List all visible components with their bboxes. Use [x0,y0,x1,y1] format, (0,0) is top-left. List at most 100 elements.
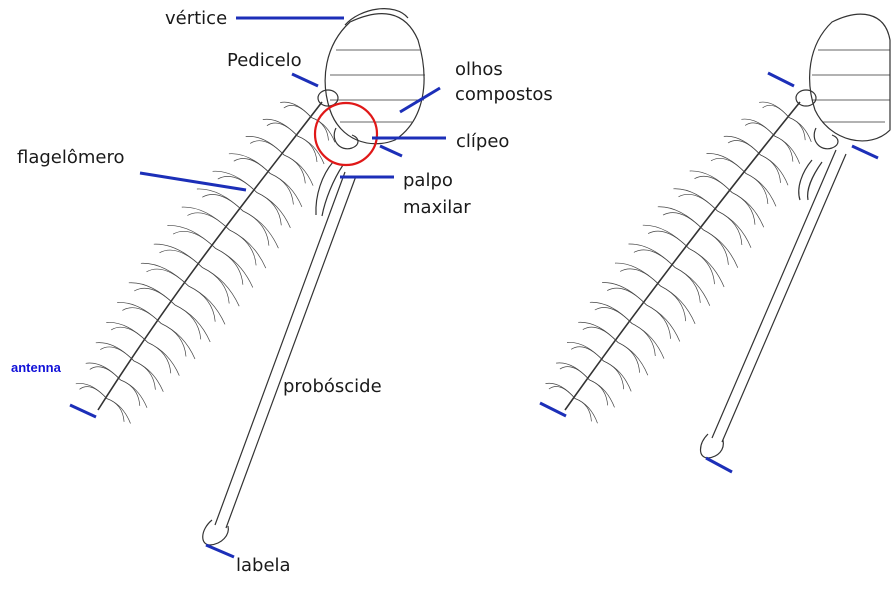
antenna-hair [284,155,305,184]
antenna-hair [556,363,589,380]
antenna-hair [229,230,265,268]
antenna-hair [246,136,284,154]
antenna-hair [107,399,124,422]
antenna-hair [632,324,664,359]
antenna-hair [173,231,216,248]
antenna-hair [161,324,186,357]
antenna-hair [595,307,632,323]
antenna-hair [604,361,624,389]
antenna-hair [707,154,747,174]
label-vertice: vértice [165,8,227,30]
label-antenna: antenna [11,360,61,375]
antenna-hair [134,288,175,305]
antenna-hair [620,269,660,286]
antenna-hair [759,102,789,117]
antenna-hair [122,308,161,324]
pointer-pedicelo [292,74,318,86]
antenna-hair [280,102,311,117]
antenna-hair [760,155,780,183]
antenna-hair [134,361,163,392]
antenna-hair [583,327,618,342]
antenna-hair [284,105,311,117]
antenna-hair [298,136,317,162]
antenna-hair [732,192,764,227]
antenna-hair [661,286,696,324]
antenna-hair [741,119,774,136]
antenna-shaft-right [565,102,800,410]
left-drawing [98,9,425,545]
antenna-hair [607,288,646,305]
antenna-hair [560,367,590,380]
antenna-hair [789,117,811,141]
antenna-hair [571,347,603,361]
antenna-hair [629,244,675,267]
eye-facets [330,50,425,122]
label-palpo-line1: palpo [403,170,453,192]
clypeus-shape-right [814,128,838,149]
antenna-hair [117,302,161,323]
label-clipeo: clípeo [456,131,509,153]
antenna-hair [311,117,328,140]
pointer-lines-right [540,73,878,472]
antenna-hair [689,249,714,285]
pointer-pedicelo-right [768,73,794,86]
antenna-hair [618,342,648,375]
antenna-hair [724,136,761,155]
antenna-hair [703,230,737,268]
right-drawing [565,14,890,458]
antenna-hair [658,207,704,230]
antenna-shaft [98,102,322,410]
label-olhos-line1: olhos [455,59,503,81]
antenna-hair [590,302,632,323]
label-palpo-line2: maxilar [403,197,471,219]
antenna-hair [284,155,313,186]
antenna-hair [86,363,121,380]
proboscis-right [712,150,846,442]
antenna-hair [634,250,675,267]
antenna-hair [648,231,689,248]
antenna-hair [549,387,575,399]
eye-facets-right [812,50,890,122]
antenna-hair [661,286,686,321]
pointer-clipeo-tick [380,146,402,156]
antenna-hair [234,158,270,173]
antenna-hair [695,176,732,192]
antenna-hair [760,155,788,185]
proboscis [215,172,356,528]
antenna-hair [745,123,774,136]
antenna-hair [270,174,293,205]
label-flagelomero: flagelômero [17,147,125,169]
antenna-hair [602,282,646,304]
antenna-hair [250,141,284,155]
antenna-hair [187,213,229,230]
antenna-hair [111,327,148,342]
antenna-hair [182,207,230,230]
antenna-hair [257,192,291,227]
antenna-hair [775,136,800,164]
antenna-hair [589,380,614,408]
antenna-hair [197,189,243,211]
antenna-hair [120,380,147,408]
maxillary-palp-right [799,160,822,200]
antenna-hair [160,250,203,267]
antenna-hair [746,174,768,204]
antenna-hair [243,211,269,246]
antenna-hair [202,267,239,306]
antenna-hair [216,249,253,288]
antenna-hair [263,119,298,136]
pointer-clipeo-right [852,146,878,158]
antenna-hair [120,380,139,406]
antenna-hair [167,225,215,248]
antenna-hair [567,342,604,361]
antenna-hair [728,141,760,155]
antenna-hair [789,117,805,140]
antenna-hair [96,343,134,361]
antenna-hair [229,154,270,174]
antenna-hair [129,283,175,305]
pointer-labela [206,545,234,557]
antenna-hair [546,383,576,398]
antenna-hair [675,267,700,303]
antenna-hair [703,230,728,265]
antenna-hair [679,194,718,211]
